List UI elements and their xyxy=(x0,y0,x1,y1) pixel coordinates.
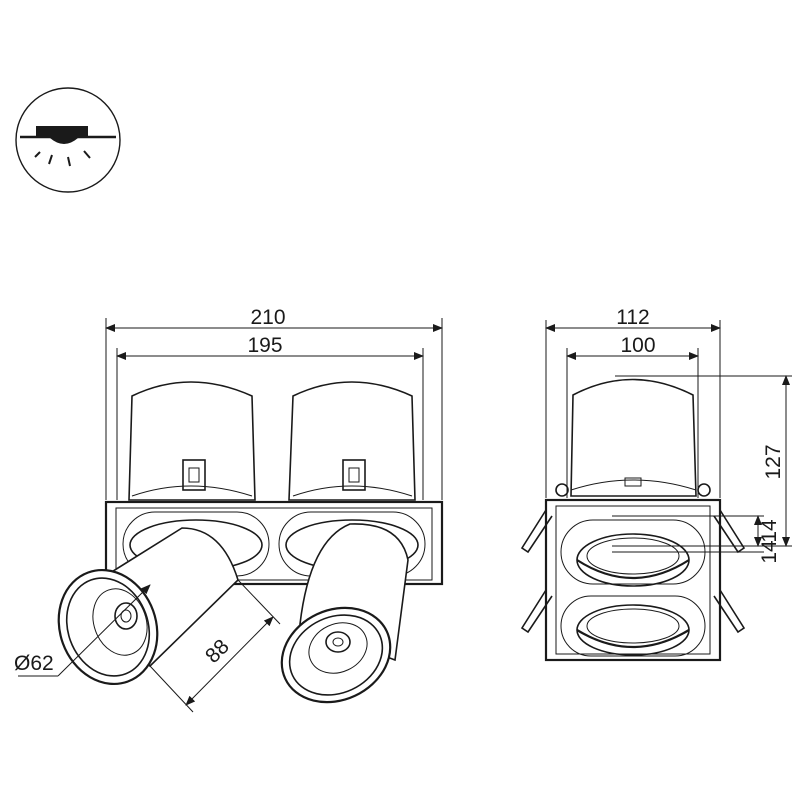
dim-side-height: 127 xyxy=(762,444,785,479)
dim-diameter: Ø62 xyxy=(14,652,54,675)
dim-front-cutout-width: 195 xyxy=(247,334,282,357)
front-view: 210 195 Ø62 88 xyxy=(14,306,444,713)
dim-side-offset-b: 14 xyxy=(758,540,781,564)
side-view: 112 100 127 14 14 xyxy=(520,306,792,662)
dim-side-cutout-width: 100 xyxy=(620,334,655,357)
recessed-downlight-icon xyxy=(15,87,121,193)
dim-side-overall-width: 112 xyxy=(616,306,649,329)
dim-length: 88 xyxy=(201,635,234,668)
dim-front-overall-width: 210 xyxy=(250,306,285,329)
dim-side-offset-a: 14 xyxy=(758,519,781,543)
